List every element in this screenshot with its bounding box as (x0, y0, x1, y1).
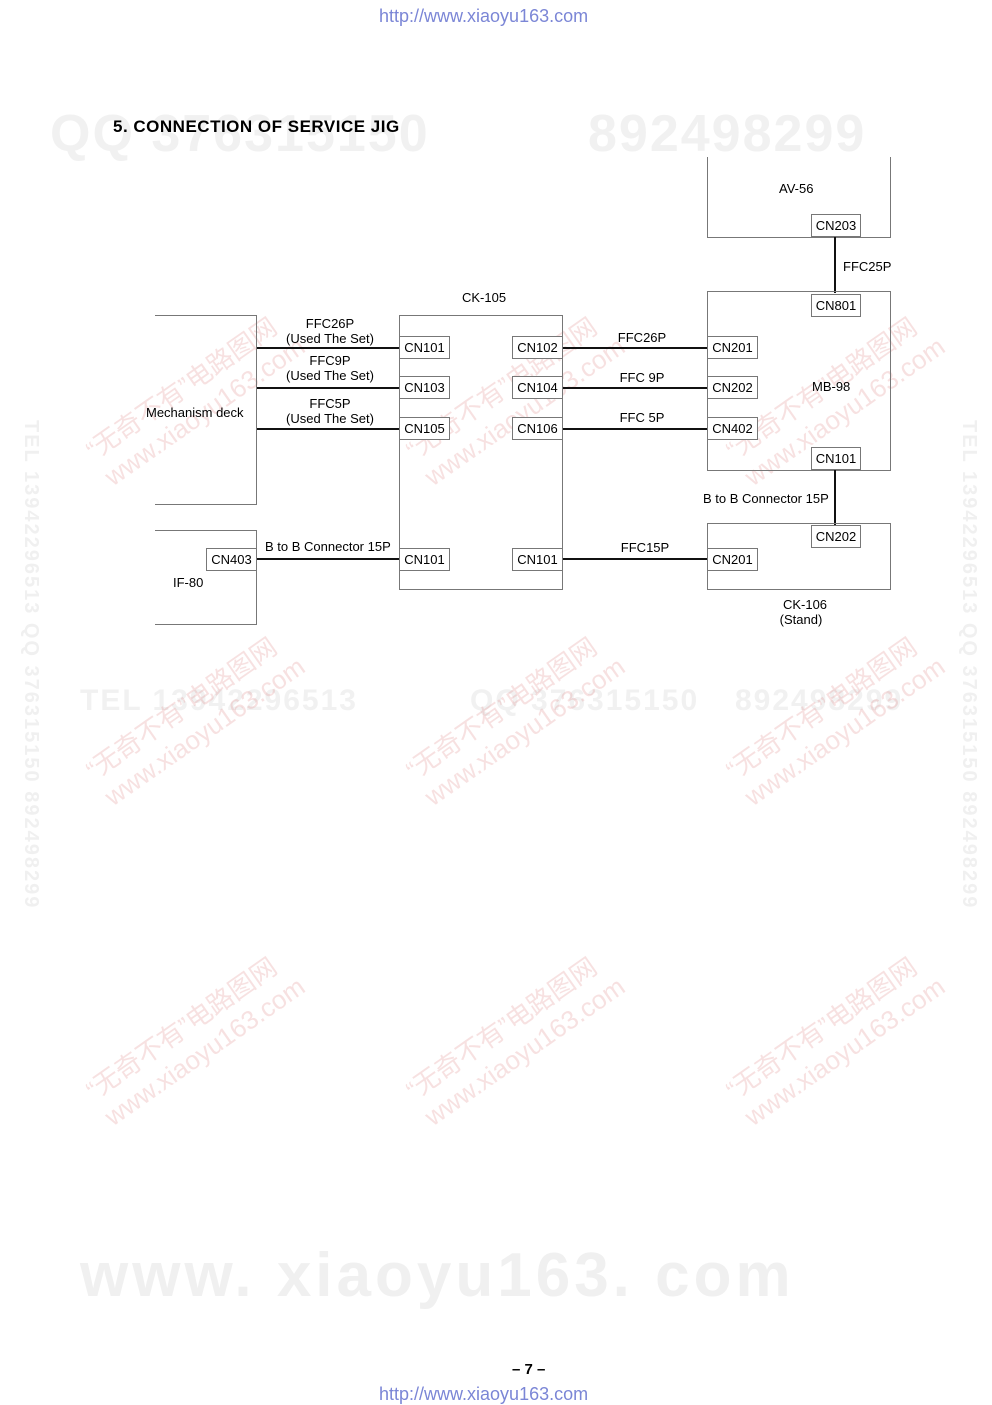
watermark-qq-mid: QQ 376315150 (470, 684, 700, 717)
if80-top-edge (155, 530, 257, 531)
ck105-cn101: CN101 (399, 336, 450, 359)
if80-bottom-edge (155, 624, 257, 625)
mb98-cn801: CN801 (811, 294, 861, 317)
watermark-vertical-left: TEL 13942296513 QQ 376315150 892498299 (20, 420, 42, 910)
ffc25p-label: FFC25P (843, 259, 892, 274)
if80-right-edge (256, 530, 257, 625)
ck106-label: CK-106 (Stand) (779, 597, 828, 627)
mb98-label: MB-98 (812, 379, 851, 394)
ck105-cn101-lower: CN101 (399, 548, 450, 571)
ffc26p-left-label: FFC26P (Used The Set) (286, 316, 374, 346)
av56-board-right-edge (890, 157, 891, 238)
ck105-cn101-right: CN101 (512, 548, 563, 571)
page-number: – 7 – (512, 1361, 546, 1378)
mechanism-deck-top-edge (155, 315, 257, 316)
b2b-right-label: B to B Connector 15P (703, 491, 829, 506)
watermark-qq: QQ 376315150 (50, 105, 430, 163)
ck106-cn202: CN202 (811, 525, 861, 548)
ffc15p-label: FFC15P (620, 540, 670, 555)
mb98-cn202: CN202 (707, 376, 758, 399)
ffc5p-left-label: FFC5P (Used The Set) (286, 396, 374, 426)
b2b-left-label: B to B Connector 15P (265, 539, 391, 554)
watermark-website: www. xiaoyu163. com (80, 1241, 795, 1310)
b2b-left-cable (257, 558, 399, 560)
ck105-board (399, 315, 563, 590)
ffc9p-left-label: FFC9P (Used The Set) (286, 353, 374, 383)
av56-board-left-edge (707, 157, 708, 238)
mb98-cn201: CN201 (707, 336, 758, 359)
av56-label: AV-56 (779, 181, 814, 196)
watermark-vertical-right: TEL 13942296513 QQ 376315150 892498299 (958, 420, 980, 910)
ffc5p-left-cable (257, 428, 399, 430)
ffc9p-right-cable (563, 387, 707, 389)
mechanism-deck-right-edge (256, 315, 257, 505)
ffc9p-left-cable (257, 387, 399, 389)
watermark-number: 892498299 (588, 105, 867, 163)
watermark-number-mid: 892498299 (735, 684, 904, 717)
mb98-cn101: CN101 (811, 447, 861, 470)
ck105-cn105: CN105 (399, 417, 450, 440)
footer-url-link[interactable]: http://www.xiaoyu163.com (379, 1384, 589, 1404)
ffc5p-right-cable (563, 428, 707, 430)
mechanism-deck-label: Mechanism deck (146, 405, 244, 420)
section-title: 5. CONNECTION OF SERVICE JIG (113, 117, 400, 136)
ck105-label: CK-105 (462, 290, 507, 305)
ffc25p-cable (834, 237, 836, 293)
watermark-tel: TEL 13942296513 (80, 684, 358, 717)
mechanism-deck-bottom-edge (155, 504, 257, 505)
if80-label: IF-80 (173, 575, 204, 590)
if80-cn403: CN403 (206, 548, 257, 571)
ck105-cn103: CN103 (399, 376, 450, 399)
mb98-cn402: CN402 (707, 417, 758, 440)
header-url-link[interactable]: http://www.xiaoyu163.com (379, 6, 589, 26)
ck106-cn201: CN201 (707, 548, 758, 571)
ffc15p-cable (563, 558, 707, 560)
ck105-cn102: CN102 (512, 336, 563, 359)
av56-cn203: CN203 (811, 214, 861, 237)
ffc5p-right-label: FFC 5P (619, 410, 665, 425)
ffc9p-right-label: FFC 9P (619, 370, 665, 385)
ffc26p-right-label: FFC26P (617, 330, 667, 345)
b2b-right-cable (834, 470, 836, 525)
ffc26p-left-cable (257, 347, 399, 349)
ck105-cn104: CN104 (512, 376, 563, 399)
av56-board-bottom-edge (707, 237, 891, 238)
ffc26p-right-cable (563, 347, 707, 349)
ck105-cn106: CN106 (512, 417, 563, 440)
